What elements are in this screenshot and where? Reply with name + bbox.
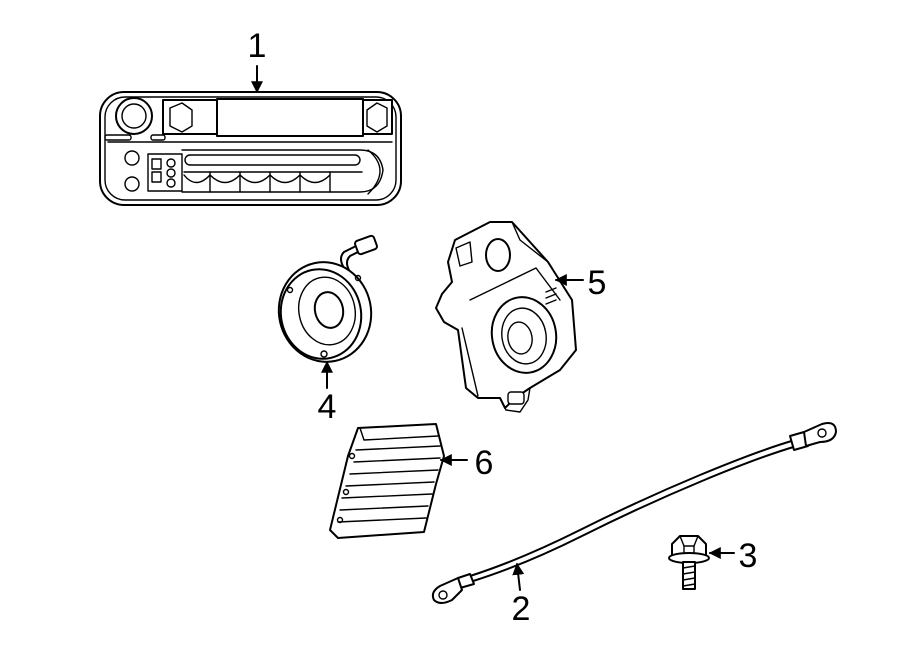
speaker xyxy=(277,234,378,363)
amplifier-module xyxy=(329,423,445,539)
bolt xyxy=(668,535,710,590)
leader-lines xyxy=(251,65,735,591)
callout-3: 3 xyxy=(739,537,758,575)
callout-6: 6 xyxy=(475,444,494,482)
callout-4: 4 xyxy=(318,388,337,426)
callout-5: 5 xyxy=(588,264,607,302)
ground-cable xyxy=(431,422,837,604)
radio-head-unit xyxy=(99,91,402,206)
callout-2: 2 xyxy=(512,590,531,628)
leader-2 xyxy=(512,562,525,591)
callout-1: 1 xyxy=(248,27,267,65)
subwoofer-enclosure xyxy=(435,221,577,413)
